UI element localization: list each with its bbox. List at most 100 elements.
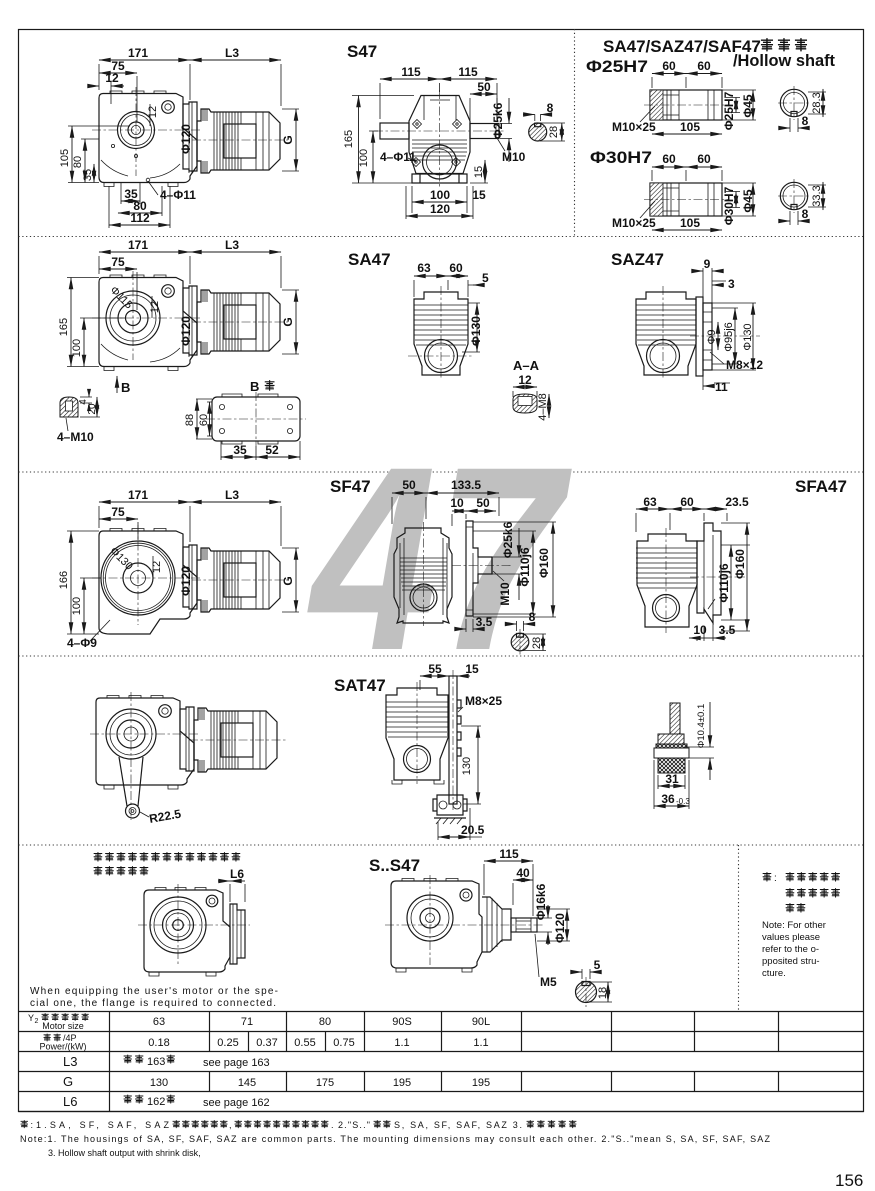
svg-text:60: 60 <box>449 261 463 275</box>
svg-text:5: 5 <box>594 958 601 972</box>
svg-text:Note:1. The housings of SA, SF: Note:1. The housings of SA, SF, SAF, SAZ… <box>20 1134 770 1144</box>
svg-text:63: 63 <box>643 495 657 509</box>
svg-text:75: 75 <box>111 59 125 73</box>
svg-text:see page 162: see page 162 <box>203 1097 270 1109</box>
svg-text:156: 156 <box>835 1171 863 1190</box>
svg-text:G: G <box>281 135 295 144</box>
svg-text:8: 8 <box>529 610 536 624</box>
svg-text:4–Φ9: 4–Φ9 <box>67 636 97 650</box>
svg-text:105: 105 <box>59 149 71 167</box>
svg-text:33.3: 33.3 <box>811 185 823 206</box>
svg-text:12: 12 <box>149 301 161 313</box>
svg-text:35: 35 <box>124 187 138 201</box>
svg-text:115: 115 <box>499 847 519 861</box>
svg-text:L3: L3 <box>225 46 239 60</box>
svg-text:,: , <box>229 1120 232 1130</box>
svg-text:90S: 90S <box>392 1016 412 1028</box>
svg-text:12: 12 <box>147 106 159 118</box>
svg-text:80: 80 <box>319 1016 331 1028</box>
svg-text:Φ160: Φ160 <box>537 548 551 578</box>
svg-text:166: 166 <box>58 571 70 589</box>
svg-text:G: G <box>63 1074 73 1089</box>
svg-text:Φ9: Φ9 <box>706 330 718 345</box>
svg-text:10: 10 <box>693 623 707 637</box>
svg-text:60: 60 <box>680 495 694 509</box>
svg-text:105: 105 <box>680 216 700 230</box>
svg-text:M10: M10 <box>498 582 512 606</box>
svg-text:S..S47: S..S47 <box>369 856 420 875</box>
svg-text:18: 18 <box>597 987 609 999</box>
svg-text:28.3: 28.3 <box>811 92 823 113</box>
svg-text:S47: S47 <box>347 42 377 61</box>
svg-text:4: 4 <box>78 399 89 405</box>
svg-text:Φ25k6: Φ25k6 <box>501 521 515 558</box>
svg-text:3.5: 3.5 <box>476 615 493 629</box>
svg-text:1.SA, SF, SAF, SAZ: 1.SA, SF, SAF, SAZ <box>36 1120 170 1130</box>
svg-text::: : <box>31 1120 34 1130</box>
svg-text:Φ16k6: Φ16k6 <box>534 883 548 920</box>
svg-text:2."S..": 2."S.." <box>338 1120 370 1130</box>
svg-text:Motor size: Motor size <box>42 1021 84 1031</box>
svg-text:/4P: /4P <box>63 1033 77 1043</box>
svg-text:47: 47 <box>304 412 575 705</box>
svg-text:105: 105 <box>680 120 700 134</box>
svg-text:Φ95j6: Φ95j6 <box>723 322 735 352</box>
svg-text:15: 15 <box>472 188 486 202</box>
svg-text:M8×12: M8×12 <box>726 358 763 372</box>
svg-text:4–M8: 4–M8 <box>537 393 549 421</box>
svg-text:S, SA, SF, SAF, SAZ 3.: S, SA, SF, SAF, SAZ 3. <box>394 1120 522 1130</box>
svg-text:20: 20 <box>87 403 98 415</box>
svg-text:Φ160: Φ160 <box>733 549 747 579</box>
svg-text:SF47: SF47 <box>330 477 371 496</box>
svg-text:88: 88 <box>184 414 196 426</box>
svg-text:60: 60 <box>662 152 676 166</box>
svg-text:Φ120: Φ120 <box>179 316 193 346</box>
svg-text:63: 63 <box>417 261 431 275</box>
svg-text:175: 175 <box>316 1077 334 1089</box>
svg-text:162: 162 <box>147 1096 165 1108</box>
svg-text:L6: L6 <box>230 867 244 881</box>
svg-text:115: 115 <box>401 65 421 79</box>
svg-text:Φ120: Φ120 <box>179 566 193 596</box>
svg-text:100: 100 <box>358 149 370 167</box>
svg-text:M5: M5 <box>540 975 557 989</box>
svg-text:M10: M10 <box>502 150 526 164</box>
svg-text:SA47/SAZ47/SAF47: SA47/SAZ47/SAF47 <box>603 37 761 56</box>
svg-text:When equipping the user's moto: When equipping the user's motor or the s… <box>30 986 278 997</box>
svg-text:cial one, the flange is requir: cial one, the flange is required to conn… <box>30 998 276 1009</box>
svg-text:171: 171 <box>128 238 148 252</box>
svg-text:12: 12 <box>105 71 119 85</box>
svg-text:4–M10: 4–M10 <box>57 430 94 444</box>
svg-text:11: 11 <box>715 380 728 394</box>
svg-text:Φ120: Φ120 <box>179 124 193 154</box>
svg-text:Φ45: Φ45 <box>741 94 755 118</box>
svg-text:M10×25: M10×25 <box>612 216 656 230</box>
svg-text:Φ45: Φ45 <box>741 189 755 213</box>
svg-text:G: G <box>281 576 295 585</box>
svg-text:9: 9 <box>704 257 711 271</box>
svg-text:28: 28 <box>548 126 560 138</box>
svg-text:L3: L3 <box>225 488 239 502</box>
svg-text:pposited stru-: pposited stru- <box>762 956 820 967</box>
svg-text:Power/(kW): Power/(kW) <box>40 1042 87 1052</box>
svg-text:15: 15 <box>465 662 479 676</box>
svg-text:75: 75 <box>111 505 125 519</box>
svg-text:L6: L6 <box>63 1094 77 1109</box>
svg-text:165: 165 <box>343 130 355 148</box>
svg-text:50: 50 <box>402 478 416 492</box>
svg-text:0.37: 0.37 <box>256 1037 277 1049</box>
svg-text:31: 31 <box>665 772 679 786</box>
svg-text:L3: L3 <box>225 238 239 252</box>
svg-text:SAZ47: SAZ47 <box>611 250 664 269</box>
svg-text:Φ25H7: Φ25H7 <box>722 91 736 130</box>
svg-text:4–Φ11: 4–Φ11 <box>160 188 196 202</box>
svg-text:SA47: SA47 <box>348 250 391 269</box>
svg-text:60: 60 <box>697 152 711 166</box>
svg-text:90L: 90L <box>472 1016 490 1028</box>
svg-text:M10×25: M10×25 <box>612 120 656 134</box>
svg-text:130: 130 <box>150 1077 168 1089</box>
svg-text:8: 8 <box>802 114 809 128</box>
svg-text:1.1: 1.1 <box>394 1037 409 1049</box>
svg-text:60: 60 <box>198 414 210 426</box>
svg-text:36: 36 <box>661 792 675 806</box>
